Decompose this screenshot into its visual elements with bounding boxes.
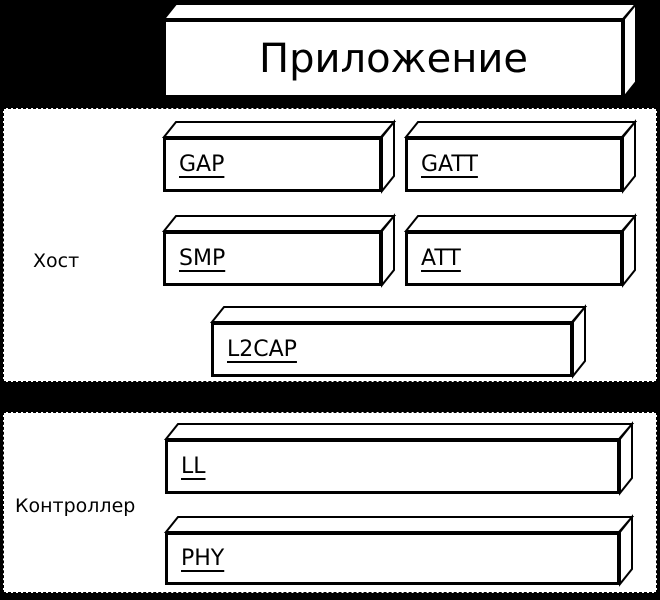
ll-box-label: LL: [181, 454, 206, 479]
box-3d-shape: [161, 213, 397, 288]
box-3d-shape: [403, 119, 638, 194]
att-box-label: ATT: [421, 246, 461, 271]
controller-section: Контроллер LL PHY: [3, 412, 657, 593]
gatt-box-label: GATT: [421, 152, 478, 177]
att-box: ATT: [403, 213, 638, 288]
gap-box-label: GAP: [179, 152, 225, 177]
l2cap-box: L2CAP: [209, 304, 588, 379]
ll-box: LL: [163, 421, 635, 496]
phy-box: PHY: [163, 514, 635, 587]
gap-box: GAP: [161, 119, 397, 194]
box-3d-shape: [209, 304, 588, 379]
gatt-box: GATT: [403, 119, 638, 194]
application-box-label: Приложение: [259, 35, 528, 82]
box-3d-shape: [161, 1, 639, 100]
box-3d-shape: [403, 213, 638, 288]
controller-section-label: Контроллер: [15, 495, 136, 517]
l2cap-box-label: L2CAP: [227, 337, 297, 362]
box-3d-shape: [161, 119, 397, 194]
box-3d-shape: [163, 514, 635, 587]
host-section-label: Хост: [33, 250, 80, 272]
application-box: Приложение: [161, 1, 639, 100]
smp-box-label: SMP: [179, 246, 226, 271]
box-3d-shape: [163, 421, 635, 496]
host-section: Хост GAP GATT SMP ATT L2CAP: [3, 108, 657, 382]
smp-box: SMP: [161, 213, 397, 288]
phy-box-label: PHY: [181, 546, 225, 571]
